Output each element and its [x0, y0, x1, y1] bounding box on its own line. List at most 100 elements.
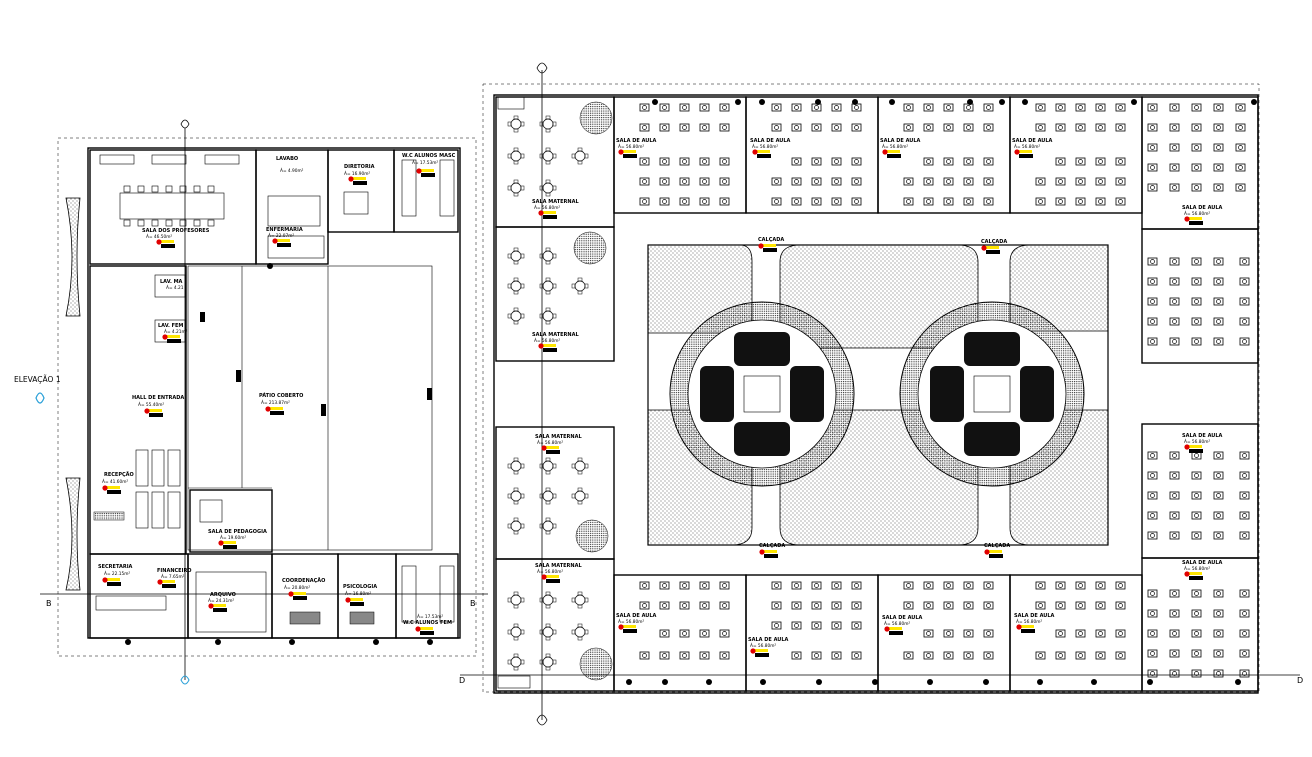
room-area: Á= 4.21m²: [164, 328, 188, 335]
room-area: Á= 56.80m²: [534, 204, 560, 211]
room-area: Á= 56.80m²: [1016, 618, 1042, 625]
room-area: Á= 56.80m²: [884, 620, 910, 627]
room-name: SALA DE AULA: [880, 138, 921, 144]
room-area: Á= 56.80m²: [537, 439, 563, 446]
calcada-label: CALÇADA: [981, 239, 1007, 254]
room-name: COORDENAÇÃO: [282, 577, 325, 584]
room-area: Á= 41.60m²: [102, 478, 128, 485]
room-name: ENFERMARIA: [266, 227, 303, 233]
room-area: Á= 16.90m²: [344, 170, 370, 177]
room-name: SALA DE AULA: [616, 138, 657, 144]
room-area: Á= 56.80m²: [537, 568, 563, 575]
room-area: Á= 56.80m²: [534, 337, 560, 344]
grid-bubbles: [35, 62, 548, 726]
elevation-label: ELEVAÇÃO 1: [14, 375, 61, 384]
room-name: LAV. FEM: [158, 323, 183, 329]
grid-label-b-right: B: [470, 599, 476, 608]
room-area: Á= 56.80m²: [1184, 438, 1210, 445]
room-area: Á= 17.53m²: [412, 159, 438, 166]
room-name: PÁTIO COBERTO: [259, 392, 303, 399]
room-area: Á= 56.80m²: [750, 642, 776, 649]
room-name: SALA MATERNAL: [535, 434, 582, 440]
room-name: SALA DE AULA: [882, 615, 923, 621]
room-area: Á= 56.80m²: [752, 143, 778, 150]
area-name: CALÇADA: [981, 239, 1007, 245]
calcada-label: CALÇADA: [984, 543, 1010, 558]
room-name: SALA DE AULA: [1014, 613, 1055, 619]
room-name: SALA DE AULA: [1012, 138, 1053, 144]
grid-label-d-right: D: [1297, 676, 1303, 685]
room-area: Á= 20.80m²: [284, 584, 310, 591]
grid-label-d-left: D: [459, 676, 465, 685]
room-area: Á= 55.40m²: [138, 401, 164, 408]
room-name: SALA MATERNAL: [532, 332, 579, 338]
room-name: HALL DE ENTRADA: [132, 395, 184, 401]
room-area: Á= 24.31m²: [208, 597, 234, 604]
room-name: SALA DE AULA: [616, 613, 657, 619]
room-area: Á= 4.21: [166, 284, 184, 291]
room-name: LAVABO: [276, 156, 298, 162]
room-area: Á= 213.87m²: [261, 399, 290, 406]
room-name: FINANCEIRO: [157, 568, 192, 574]
room-area: Á= 56.80m²: [618, 618, 644, 625]
admin-building: [57, 137, 477, 657]
room-name: SALA DOS PROFESORES: [142, 228, 210, 234]
room-label: LAV. MAÁ= 4.21: [160, 279, 184, 291]
room-area: Á= 46.50m²: [146, 233, 172, 240]
room-name: SALA DE AULA: [748, 637, 789, 643]
room-name: SALA DE AULA: [750, 138, 791, 144]
room-area: Á= 17.53m²: [417, 613, 443, 620]
room-name: PSICOLOGIA: [343, 584, 377, 590]
room-name: SECRETARIA: [98, 564, 133, 570]
room-name: RECEPÇÃO: [104, 471, 134, 478]
room-area: Á= 22.07m²: [268, 232, 294, 239]
room-name: DIRETORIA: [344, 164, 375, 170]
calcada-label: CALÇADA: [759, 543, 785, 558]
room-name: SALA DE PEDAGOGIA: [208, 529, 267, 535]
area-name: CALÇADA: [758, 237, 784, 243]
grid-label-b-left: B: [46, 599, 52, 608]
room-area: Á= 22.15m²: [104, 570, 130, 577]
room-label: LAVABO Á= 4.90m²: [276, 156, 304, 174]
room-name: SALA DE AULA: [1182, 205, 1223, 211]
room-area: Á= 4.90m²: [280, 167, 304, 174]
room-name: SALA MATERNAL: [532, 199, 579, 205]
room-name: SALA DE AULA: [1182, 433, 1223, 439]
room-area: Á= 19.60m²: [220, 534, 246, 541]
room-area: Á= 7.65m²: [161, 573, 185, 580]
room-area: Á= 56.80m²: [1014, 143, 1040, 150]
grid-labels: ELEVAÇÃO 1 B B D D: [14, 375, 1303, 685]
room-name: W.C ALUNOS MASC: [402, 153, 456, 159]
calcada-label: CALÇADA: [758, 237, 784, 252]
